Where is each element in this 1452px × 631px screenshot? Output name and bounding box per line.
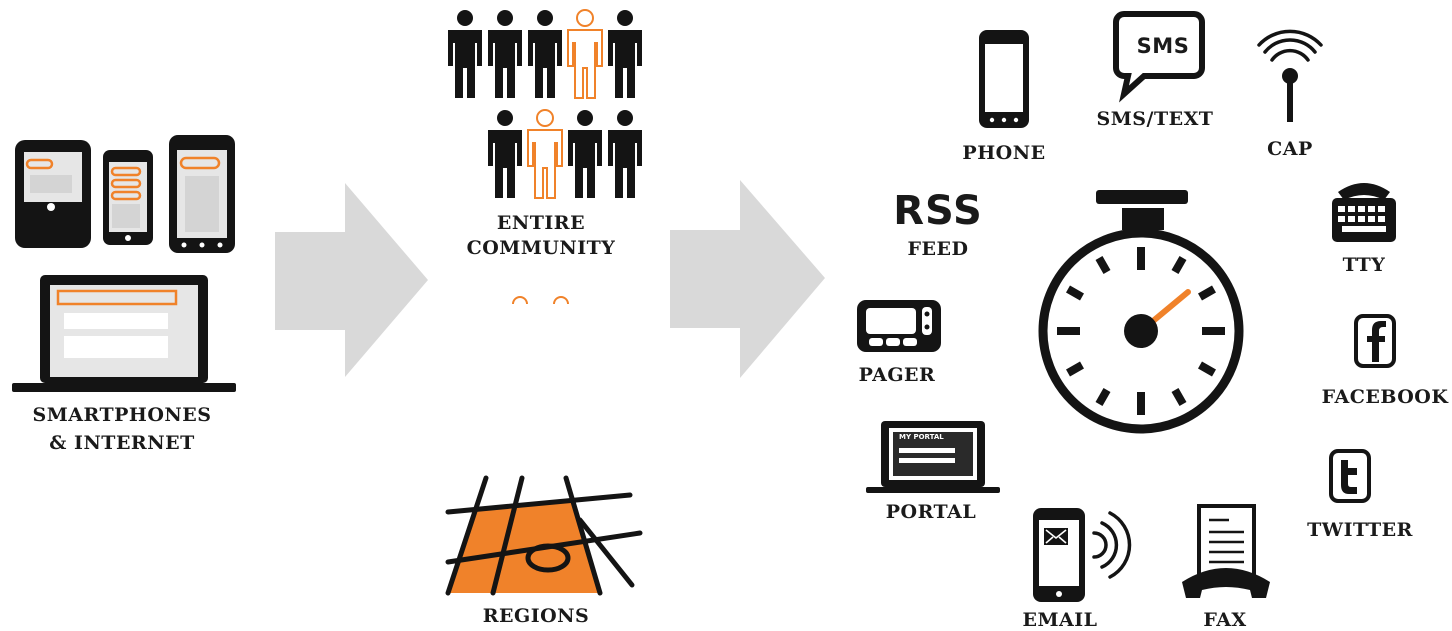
sms-label: SMS/TEXT xyxy=(1096,108,1214,130)
smartphones-label-line1: SMARTPHONES xyxy=(32,404,212,426)
portal-label: PORTAL xyxy=(885,501,977,523)
smartphones-label-line2: & INTERNET xyxy=(49,432,195,454)
regions-label: REGIONS xyxy=(482,605,590,627)
rss-icon-text: RSS xyxy=(893,188,983,234)
phone-label: PHONE xyxy=(962,142,1046,164)
community-label-line1: ENTIRE xyxy=(496,212,586,234)
laptop-icon xyxy=(12,275,236,392)
email-label: EMAIL xyxy=(1022,609,1098,631)
community-label-line2: COMMUNITY xyxy=(466,237,616,259)
smartphone-qwerty-icon xyxy=(15,140,91,248)
rss-feed-label: FEED xyxy=(907,238,969,260)
portal-screen-text: MY PORTAL xyxy=(899,433,944,441)
fax-label: FAX xyxy=(1203,609,1247,631)
tty-label: TTY xyxy=(1342,254,1386,276)
sms-bubble-text: SMS xyxy=(1136,34,1190,58)
smartphone-small-icon xyxy=(103,150,153,245)
cap-label: CAP xyxy=(1267,138,1313,160)
pager-label: PAGER xyxy=(858,364,936,386)
twitter-label: TWITTER xyxy=(1307,519,1413,541)
smartphone-large-icon xyxy=(169,135,235,253)
facebook-label: FACEBOOK xyxy=(1321,386,1449,408)
